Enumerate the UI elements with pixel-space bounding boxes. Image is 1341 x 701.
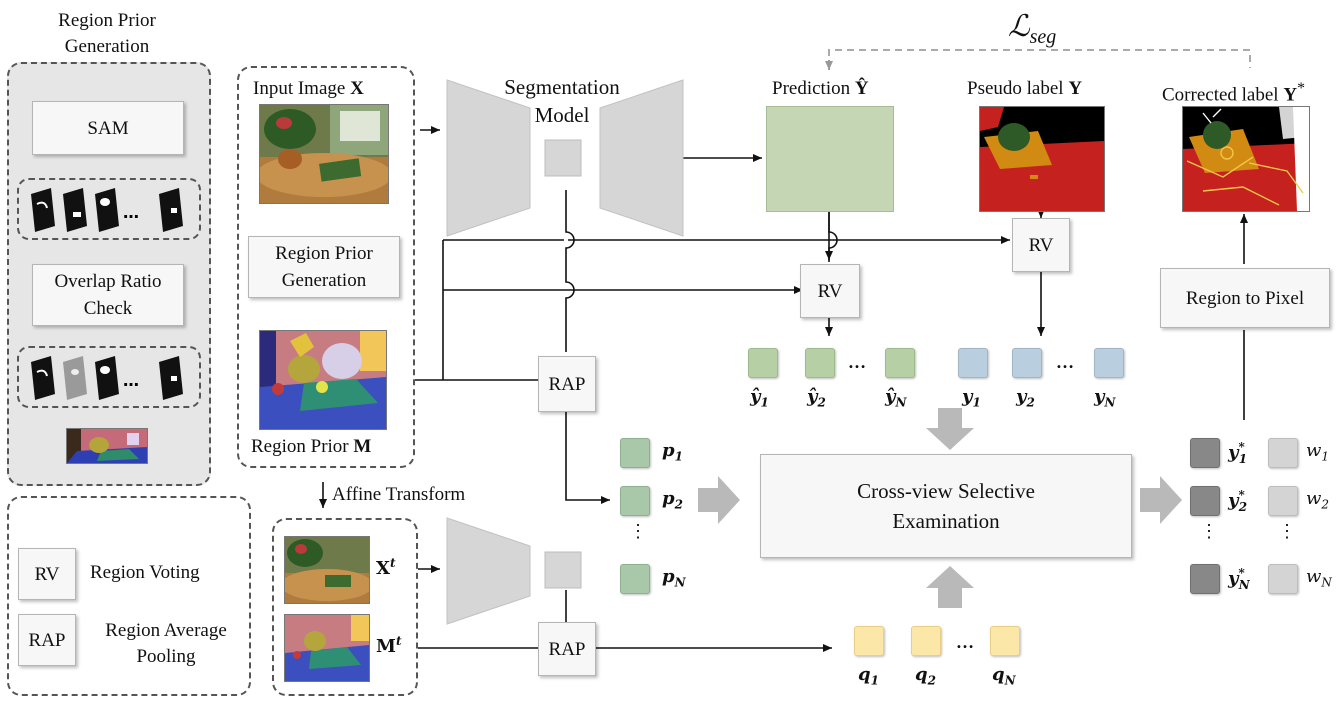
- left-region-prior-thumbnail: [66, 428, 148, 464]
- y-2-square: [1012, 348, 1042, 378]
- corrected-label-label: Corrected label Y*: [1162, 80, 1305, 106]
- filtered-mask-thumbnails: …: [31, 356, 183, 400]
- filtered-masks-group: …: [17, 346, 201, 408]
- y-star-1-label: y*1: [1228, 440, 1248, 466]
- y-star-n-label: y*N: [1228, 566, 1250, 592]
- rap-box-top: RAP: [538, 356, 596, 412]
- sam-box: SAM: [32, 101, 184, 155]
- y-hat-1-label: ŷ1: [750, 386, 769, 410]
- input-image-label: Input Image X: [253, 78, 364, 99]
- q-1-label: q1: [858, 664, 879, 688]
- q-ellipsis: …: [956, 632, 974, 652]
- y-hat-ellipsis: …: [848, 352, 866, 372]
- y-hat-n-square: [885, 348, 915, 378]
- rpg-box: Region Prior Generation: [248, 236, 400, 298]
- corrected-label-map: [1182, 106, 1310, 212]
- p-1-square: [620, 438, 650, 468]
- y-star-2-square: [1190, 486, 1220, 516]
- w-2-label: w2: [1306, 488, 1330, 512]
- svg-text:…: …: [123, 203, 139, 222]
- region-prior-label: Region Prior M: [251, 436, 372, 457]
- p-vdots: ⋮: [629, 521, 647, 541]
- y-hat-1-square: [748, 348, 778, 378]
- p-2-label: p2: [662, 488, 683, 512]
- y-star-2-label: y*2: [1228, 488, 1248, 514]
- mask-thumbnails: …: [31, 188, 183, 232]
- p-1-label: p1: [662, 440, 683, 464]
- input-image-thumbnail: [259, 104, 389, 204]
- q-n-square: [990, 626, 1020, 656]
- legend-rv-name: Region Voting: [90, 562, 200, 583]
- w-n-square: [1268, 564, 1298, 594]
- cross-view-box: Cross-view Selective Examination: [760, 454, 1132, 558]
- pseudo-label-map: [979, 106, 1105, 212]
- w-vdots: ⋮: [1278, 521, 1296, 541]
- p-n-square: [620, 564, 650, 594]
- y-1-square: [958, 348, 988, 378]
- prediction-map: [766, 106, 894, 212]
- y-1-label: y1: [962, 386, 981, 410]
- pseudo-label-label: Pseudo label Y: [967, 78, 1083, 99]
- region-prior-thumbnail: [259, 330, 387, 430]
- w-1-square: [1268, 438, 1298, 468]
- legend-rap-name: Region Average Pooling: [105, 620, 227, 667]
- y-star-n-square: [1190, 564, 1220, 594]
- left-panel-title: Region Prior Generation: [58, 10, 156, 57]
- loss-label: ℒseg: [1008, 10, 1057, 48]
- transformed-prior-thumbnail: [284, 614, 370, 682]
- w-2-square: [1268, 486, 1298, 516]
- transformed-image-symbol: Xt: [376, 556, 396, 579]
- y-hat-2-label: ŷ2: [807, 386, 826, 410]
- w-n-label: wN: [1306, 566, 1332, 590]
- transformed-image-thumbnail: [284, 536, 370, 604]
- y-2-label: y2: [1016, 386, 1035, 410]
- segmentation-model-label: Segmentation Model: [504, 75, 620, 127]
- legend-rap-box: RAP: [18, 614, 76, 666]
- rap-box-bottom: RAP: [538, 622, 596, 676]
- transformed-prior-symbol: Mt: [376, 634, 402, 657]
- sam-masks-group: …: [17, 178, 201, 240]
- svg-text:…: …: [123, 371, 139, 390]
- y-star-1-square: [1190, 438, 1220, 468]
- p-2-square: [620, 486, 650, 516]
- rv-box-middle: RV: [800, 264, 860, 318]
- q-n-label: qN: [992, 664, 1016, 688]
- y-n-square: [1094, 348, 1124, 378]
- affine-transform-label: Affine Transform: [332, 484, 466, 505]
- q-2-label: q2: [915, 664, 936, 688]
- legend-rv-box: RV: [18, 548, 76, 600]
- rv-box-right: RV: [1012, 218, 1070, 272]
- w-1-label: w1: [1306, 440, 1330, 464]
- overlap-ratio-check-box: Overlap Ratio Check: [32, 264, 184, 326]
- q-1-square: [854, 626, 884, 656]
- y-star-vdots: ⋮: [1200, 521, 1218, 541]
- region-to-pixel-box: Region to Pixel: [1160, 268, 1330, 328]
- y-ellipsis: …: [1056, 352, 1074, 372]
- y-hat-n-label: ŷN: [885, 386, 907, 410]
- q-2-square: [911, 626, 941, 656]
- p-n-label: pN: [662, 566, 686, 590]
- y-hat-2-square: [805, 348, 835, 378]
- y-n-label: yN: [1094, 386, 1116, 410]
- prediction-label: Prediction Ŷ: [772, 78, 869, 99]
